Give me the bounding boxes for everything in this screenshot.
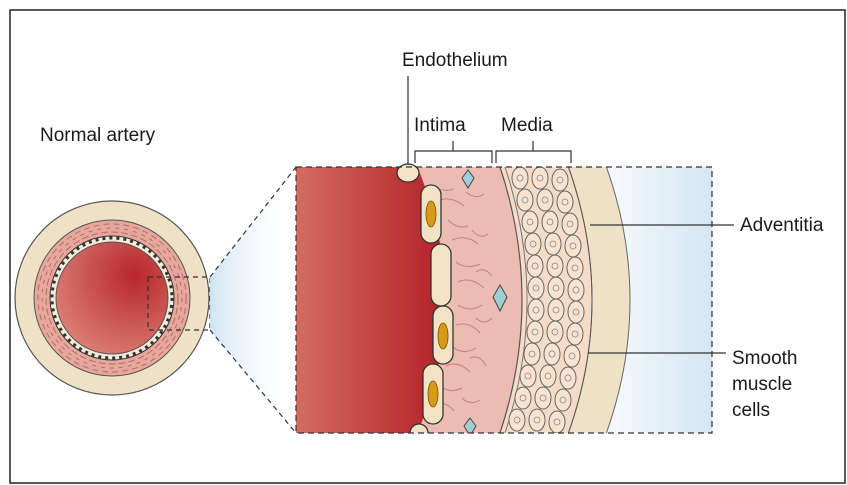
intima-bracket [415,141,492,163]
label-media: Media [501,115,553,136]
label-adventitia: Adventitia [740,215,824,236]
label-normal-artery: Normal artery [40,125,156,146]
label-smooth-muscle-line3: cells [732,400,770,421]
normal-artery-cross-section [15,201,210,395]
label-intima: Intima [414,115,466,136]
enlarged-wall-section [290,150,712,454]
lumen-small [56,242,168,354]
media-bracket [496,141,571,163]
label-endothelium: Endothelium [402,50,508,71]
label-smooth-muscle-line1: Smooth [732,348,797,369]
zoom-haze [210,167,296,433]
label-smooth-muscle-line2: muscle [732,374,792,395]
